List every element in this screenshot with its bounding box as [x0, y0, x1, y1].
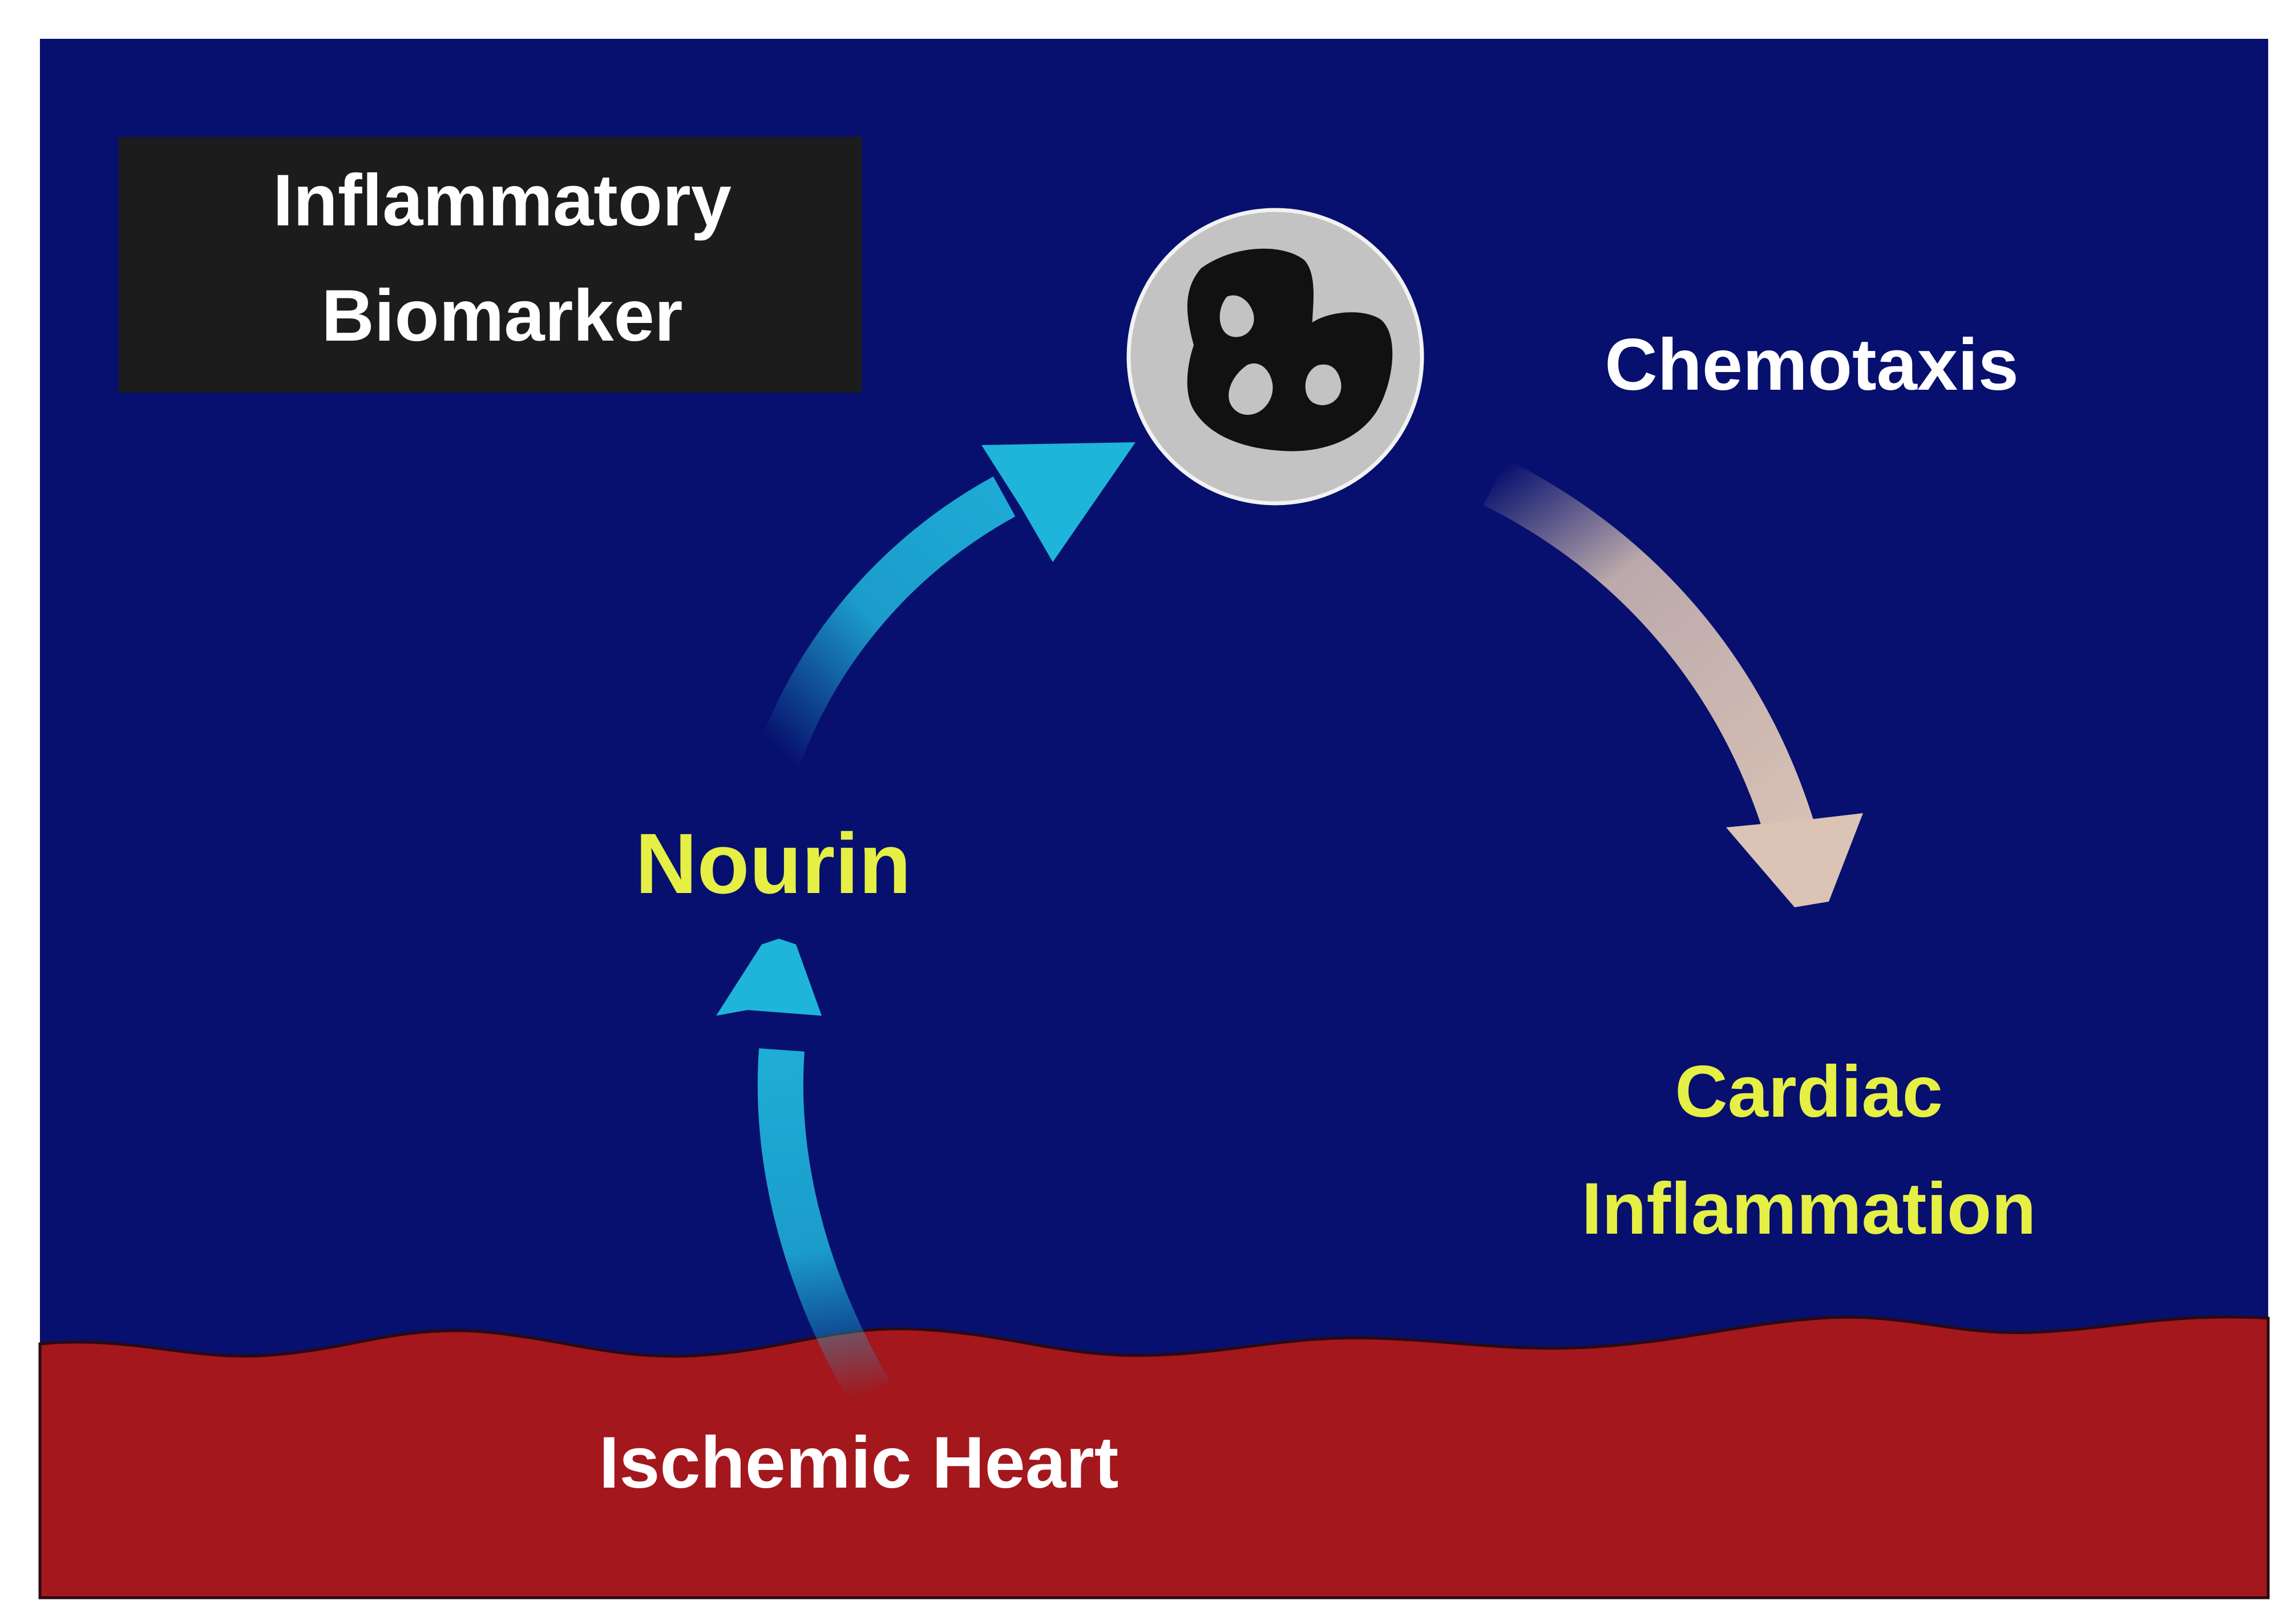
chemotaxis-arrow: [1483, 459, 1863, 907]
heart-to-nourin-arrow: [716, 939, 890, 1404]
title-line-2: Biomarker: [321, 275, 682, 357]
chemotaxis-label: Chemotaxis: [1605, 324, 2019, 406]
cell-nucleus: [1187, 248, 1393, 451]
cardiac-label-line-1: Cardiac: [1675, 1051, 1943, 1133]
neutrophil-cell-icon: [1126, 208, 1424, 506]
cardiac-label-line-2: Inflammation: [1582, 1168, 2037, 1250]
heart-tissue-region: [38, 1315, 2270, 1599]
ischemic-heart-label: Ischemic Heart: [599, 1422, 1119, 1504]
title-line-1: Inflammatory: [273, 160, 732, 241]
title-box: [119, 137, 862, 393]
nourin-to-cell-arrow: [757, 442, 1136, 764]
nourin-label: Nourin: [635, 815, 911, 911]
